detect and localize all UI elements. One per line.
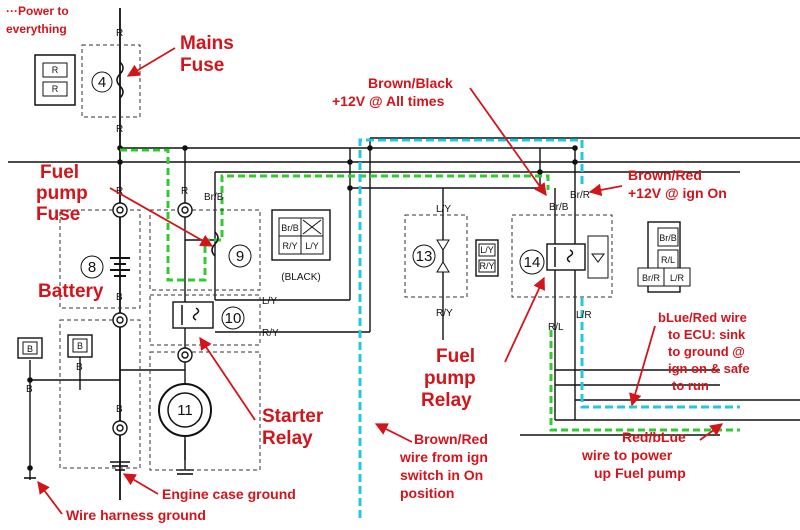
starter-motor-box <box>149 351 261 471</box>
ecu-sink-path <box>580 298 740 409</box>
mains-fuse: 4 <box>91 61 124 99</box>
brown-black-line2: +12V @ All times <box>332 93 445 109</box>
code-r-1: R <box>116 28 123 39</box>
battery: 8 <box>80 255 130 279</box>
wire-harness-ground-label: Wire harness ground <box>66 507 206 523</box>
fuel-pump-fuse-box <box>149 209 261 291</box>
ground-conn-1-pin: B <box>27 344 33 354</box>
starter-relay-box <box>149 294 261 346</box>
fuse-pin-2: R <box>52 84 59 94</box>
annotation-arrows <box>37 47 724 515</box>
ground-conn-2-pin: B <box>77 341 83 351</box>
ecu-line4: ign on & safe <box>668 361 750 376</box>
brown-red-ign-line1: Brown/Red <box>628 167 702 183</box>
fuse-pin-1: R <box>52 65 59 75</box>
starter-motor-number: 11 <box>177 402 193 419</box>
code-ly-1: L/Y <box>262 296 277 307</box>
black-pin-ly: L/Y <box>305 241 319 251</box>
red-blue-line1: Red/bLue <box>622 429 686 445</box>
fuel-relay-box <box>511 214 613 298</box>
sidestand-number: 13 <box>416 248 433 265</box>
code-b-2: B <box>116 404 123 415</box>
relay-pin-rl: R/L <box>661 255 675 265</box>
code-ly-2: L/Y <box>436 204 451 215</box>
ground-connectors: B B <box>17 334 93 359</box>
brown-red-switch-line2: wire from ign <box>399 449 488 465</box>
black-connector-label: (BLACK) <box>281 272 320 283</box>
fuse-connector: R R <box>34 54 76 106</box>
red-blue-line2: wire to power <box>581 447 673 463</box>
fuel-relay-label-line2: pump <box>424 368 476 389</box>
ecu-line1: bLue/Red wire <box>658 310 747 325</box>
code-rl: R/L <box>548 322 564 333</box>
black-pin-brb: Br/B <box>281 223 299 233</box>
ecu-line3: to ground @ <box>668 344 745 359</box>
code-brr: Br/R <box>570 190 590 201</box>
code-b-1: B <box>116 292 123 303</box>
fuel-pump-output-path <box>549 330 740 432</box>
code-b-4: B <box>76 362 83 373</box>
fuel-pump-relay: 14 Br/B R/L Br/R L/R <box>519 221 691 293</box>
starter-motor: 11 <box>158 383 212 437</box>
sidestand-switch: 13 L/Y R/Y <box>412 239 499 277</box>
code-r-3: R <box>116 186 123 197</box>
black-pin-ry: R/Y <box>282 241 297 251</box>
sidestand-box <box>404 214 468 298</box>
ecu-line5: to run <box>672 378 709 393</box>
side-pin-ry: R/Y <box>479 261 494 271</box>
engine-case-ground-label: Engine case ground <box>162 486 296 502</box>
ground-box <box>59 319 141 469</box>
brown-black-line1: Brown/Black <box>368 75 453 91</box>
black-connector: Br/B R/Y L/Y (BLACK) <box>271 209 331 283</box>
code-r-2: R <box>116 124 123 135</box>
side-pin-ly: L/Y <box>480 245 494 255</box>
relay-pin-brr: Br/R <box>642 273 661 283</box>
code-r-4: R <box>181 186 188 197</box>
code-brb-2: Br/B <box>549 202 569 213</box>
starter-relay-label-line2: Relay <box>262 428 313 449</box>
ground-symbols <box>24 465 193 479</box>
relay-pin-lr: L/R <box>670 273 685 283</box>
code-ry-2: R/Y <box>436 308 453 319</box>
battery-number: 8 <box>88 259 96 276</box>
fuel-pump-fuse-label-line1: Fuel <box>40 162 79 183</box>
wires <box>8 8 800 500</box>
relay-pin-brb: Br/B <box>659 233 677 243</box>
mains-fuse-box <box>81 44 141 118</box>
power-label-line2: everything <box>6 22 67 36</box>
starter-relay-label-line1: Starter <box>262 406 324 427</box>
starter-relay-number: 10 <box>225 310 242 327</box>
mains-fuse-label-line1: Mains <box>180 33 234 54</box>
fuel-relay-label-line1: Fuel <box>436 346 475 367</box>
code-lr: L/R <box>576 310 592 321</box>
fuel-pump-fuse-label-line3: Fuse <box>36 204 80 225</box>
code-b-3: B <box>26 384 33 395</box>
ring-terminals <box>112 202 193 436</box>
starter-relay: 10 <box>172 301 245 330</box>
junction-dots <box>27 145 578 471</box>
code-brb-1: Br/B <box>204 192 224 203</box>
brown-red-ign-line2: +12V @ ign On <box>628 185 727 201</box>
annotations: ···Power to everything Mains Fuse Fuel p… <box>6 4 750 523</box>
fuel-relay-label-line3: Relay <box>421 390 472 411</box>
battery-label: Battery <box>38 281 104 302</box>
ign-switch-path <box>358 138 584 518</box>
brown-red-switch-line3: switch in On <box>400 467 483 483</box>
red-blue-line3: up Fuel pump <box>594 465 686 481</box>
fuel-relay-number: 14 <box>524 254 541 271</box>
brown-red-switch-line4: position <box>400 485 454 501</box>
brown-red-switch-line1: Brown/Red <box>414 431 488 447</box>
mains-fuse-number: 4 <box>98 74 106 91</box>
code-ry-1: R/Y <box>262 328 279 339</box>
wire-code-labels: R R R R B B B B Br/B L/Y R/Y L/Y R/Y Br/… <box>26 28 592 415</box>
fuel-pump-fuse: 9 <box>211 231 252 268</box>
fuel-pump-fuse-number: 9 <box>236 248 244 265</box>
mains-fuse-label-line2: Fuse <box>180 55 224 76</box>
fuel-pump-fuse-label-line2: pump <box>36 183 88 204</box>
battery-box <box>59 209 141 309</box>
ecu-line2: to ECU: sink <box>668 327 746 342</box>
power-label-line1: ···Power to <box>6 4 69 18</box>
